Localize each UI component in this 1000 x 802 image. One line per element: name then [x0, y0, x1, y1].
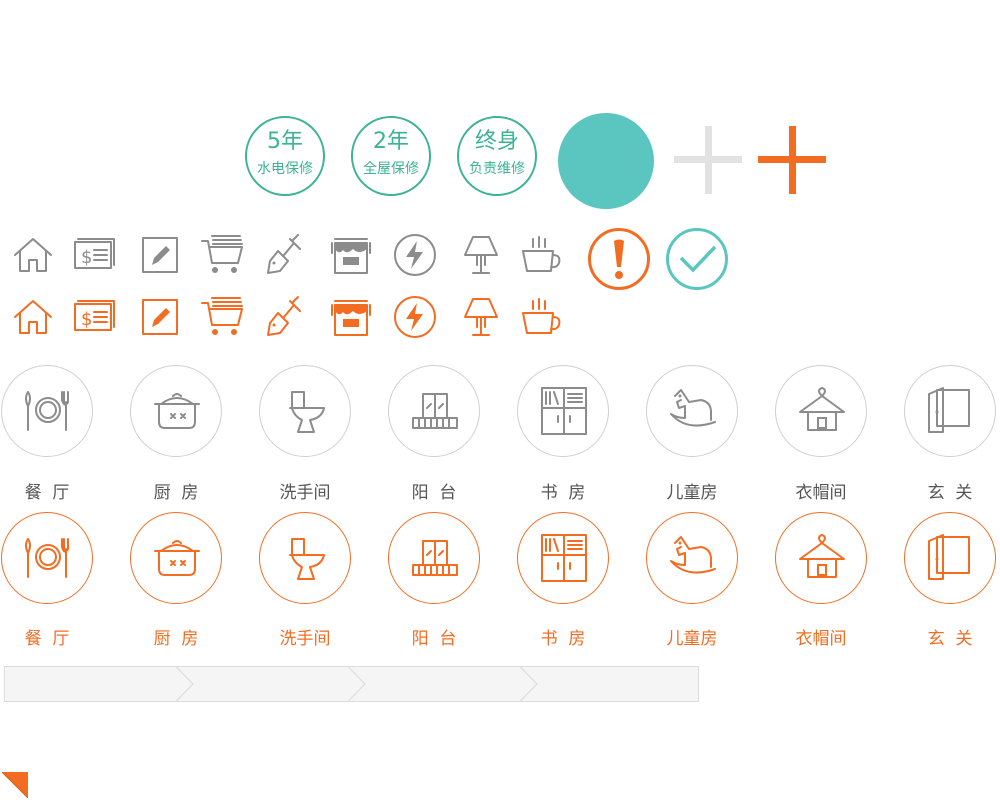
room-button-5[interactable]	[517, 512, 609, 604]
pencil-icon[interactable]	[138, 295, 182, 339]
room-button-1[interactable]	[1, 365, 93, 457]
balcony-icon	[412, 393, 458, 429]
room-button-2[interactable]	[130, 365, 222, 457]
door-icon	[928, 387, 970, 433]
room-label: 阳 台	[411, 629, 457, 649]
hanger-icon	[799, 534, 845, 578]
step-progress-bar	[4, 666, 699, 702]
balcony-icon	[412, 540, 458, 576]
coffee-cup-icon[interactable]	[519, 233, 563, 277]
shovel-icon[interactable]	[262, 233, 306, 277]
room-button-6[interactable]	[646, 512, 738, 604]
room-label: 阳 台	[411, 483, 457, 503]
room-label: 衣帽间	[795, 629, 847, 649]
money-bill-icon[interactable]: $	[72, 233, 116, 277]
cart-icon[interactable]	[200, 295, 244, 339]
room-label: 餐 厅	[24, 629, 70, 649]
step-segment-3	[346, 666, 538, 702]
pencil-icon[interactable]	[138, 233, 182, 277]
lightning-icon[interactable]	[393, 295, 437, 339]
room-label: 洗手间	[279, 483, 331, 503]
dining-icon	[25, 538, 69, 578]
corner-triangle-icon	[1, 771, 29, 802]
badge-small-text: 全屋保修	[363, 161, 419, 177]
teal-circle-swatch	[558, 113, 654, 209]
plus-gray-icon[interactable]	[674, 126, 742, 194]
room-button-8[interactable]	[904, 512, 996, 604]
bookshelf-icon	[541, 534, 587, 582]
money-bill-icon[interactable]: $	[72, 295, 116, 339]
check-circle-icon	[665, 227, 729, 291]
house-icon[interactable]	[11, 295, 55, 339]
room-button-8[interactable]	[904, 365, 996, 457]
exclamation-icon	[587, 227, 651, 291]
warranty-badge-lifetime: 终身 负责维修	[457, 116, 537, 196]
room-label: 儿童房	[666, 483, 718, 503]
coffee-cup-icon[interactable]	[519, 295, 563, 339]
room-label: 餐 厅	[24, 483, 70, 503]
dining-icon	[25, 391, 69, 431]
shovel-icon[interactable]	[262, 295, 306, 339]
room-button-6[interactable]	[646, 365, 738, 457]
toilet-icon	[289, 391, 325, 433]
bookshelf-icon	[541, 387, 587, 435]
paint-bucket-icon[interactable]	[329, 295, 373, 339]
room-label: 玄 关	[927, 483, 973, 503]
toilet-icon	[289, 538, 325, 580]
lamp-icon[interactable]	[459, 295, 503, 339]
room-button-4[interactable]	[388, 512, 480, 604]
step-segment-1	[4, 666, 194, 702]
lightning-icon[interactable]	[393, 233, 437, 277]
warranty-badge-2-years: 2年 全屋保修	[351, 116, 431, 196]
svg-text:$: $	[81, 247, 92, 268]
rocking-horse-icon	[670, 536, 716, 574]
door-icon	[928, 534, 970, 580]
badge-big-text: 2年	[373, 129, 409, 154]
kitchen-pot-icon	[154, 540, 200, 576]
badge-small-text: 负责维修	[469, 161, 525, 177]
badge-small-text: 水电保修	[257, 161, 313, 177]
room-button-3[interactable]	[259, 365, 351, 457]
room-label: 儿童房	[666, 629, 718, 649]
room-label: 玄 关	[927, 629, 973, 649]
room-label: 书 房	[540, 483, 586, 503]
room-button-4[interactable]	[388, 365, 480, 457]
warranty-badge-5-years: 5年 水电保修	[245, 116, 325, 196]
step-segment-4	[518, 666, 699, 702]
kitchen-pot-icon	[154, 393, 200, 429]
plus-orange-icon[interactable]	[758, 126, 826, 194]
room-label: 厨 房	[153, 483, 199, 503]
hanger-icon	[799, 387, 845, 431]
svg-text:$: $	[81, 309, 92, 330]
badge-big-text: 终身	[474, 129, 519, 154]
lamp-icon[interactable]	[459, 233, 503, 277]
room-label: 洗手间	[279, 629, 331, 649]
room-label: 衣帽间	[795, 483, 847, 503]
room-button-5[interactable]	[517, 365, 609, 457]
room-button-1[interactable]	[1, 512, 93, 604]
room-button-7[interactable]	[775, 365, 867, 457]
paint-bucket-icon[interactable]	[329, 233, 373, 277]
step-segment-2	[174, 666, 366, 702]
room-button-7[interactable]	[775, 512, 867, 604]
rocking-horse-icon	[670, 389, 716, 427]
badge-big-text: 5年	[267, 129, 303, 154]
room-label: 厨 房	[153, 629, 199, 649]
room-button-2[interactable]	[130, 512, 222, 604]
cart-icon[interactable]	[200, 233, 244, 277]
room-label: 书 房	[540, 629, 586, 649]
house-icon[interactable]	[11, 233, 55, 277]
room-button-3[interactable]	[259, 512, 351, 604]
